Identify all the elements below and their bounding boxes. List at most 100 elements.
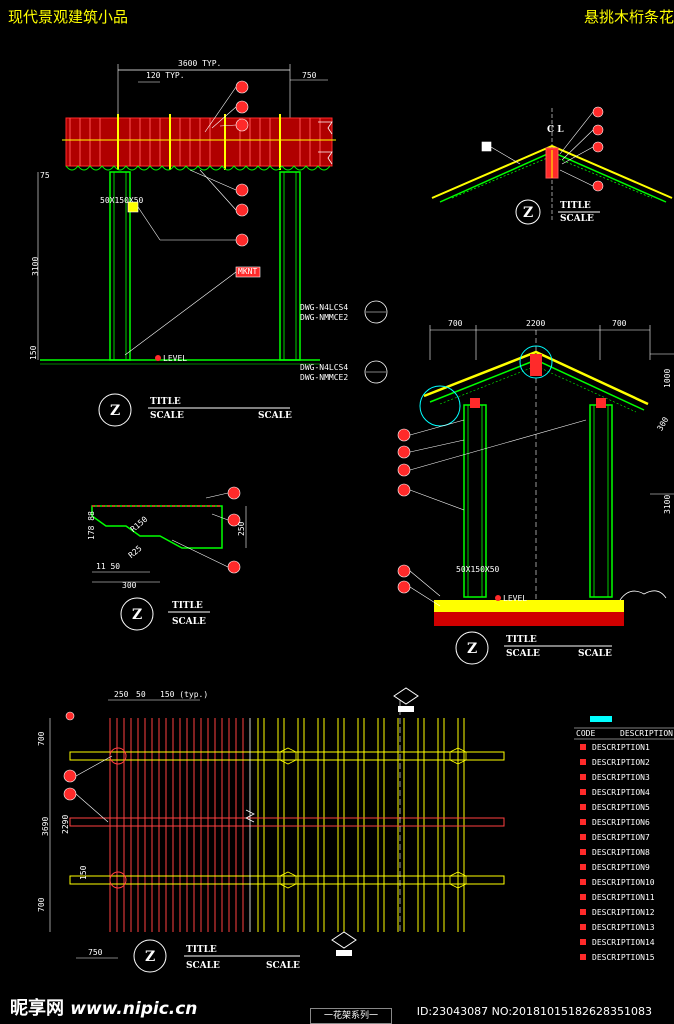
dim-3100: 3100	[31, 257, 40, 276]
plan-dim-750: 750	[88, 948, 103, 957]
legend-swatch	[580, 744, 586, 750]
beam-dim-178: 178 88	[87, 511, 96, 540]
ref-2a: DWG-N4LCS4	[300, 363, 348, 372]
image-id: ID:23043087 NO:20181015182628351083	[416, 1005, 652, 1018]
section-side-3100: 3100	[663, 495, 672, 514]
watermark: 昵享网 www.nipic.cn	[10, 994, 197, 1020]
beam-dim-300: 300	[122, 581, 137, 590]
section-side-300: 300	[655, 415, 670, 432]
plan-dim-150v: 150	[79, 865, 88, 880]
legend-row-label: DESCRIPTION9	[592, 863, 650, 872]
legend-row-label: DESCRIPTION6	[592, 818, 650, 827]
section-level-label: LEVEL	[503, 594, 527, 603]
title-text: TITLE	[150, 397, 181, 407]
section-title-symbol: Z	[467, 641, 477, 657]
plan-title-text: TITLE	[186, 945, 217, 955]
centerline-label: C L	[547, 125, 564, 135]
watermark-logo: 昵享网	[10, 998, 64, 1019]
beam-detail: 250 178 88 R150 R25 11 50 300 Z TITLE SC…	[87, 486, 247, 631]
dim-120-typ: 120 TYP.	[146, 71, 185, 80]
plan-title-symbol: Z	[145, 949, 155, 965]
plan-view: 250 50 150 (typ.)	[37, 687, 505, 973]
section-post-size: 50X150X50	[456, 565, 500, 574]
legend-swatch	[580, 819, 586, 825]
legend-row-label: DESCRIPTION10	[592, 878, 655, 887]
legend-swatch	[580, 954, 586, 960]
legend-swatch	[580, 864, 586, 870]
legend-row-label: DESCRIPTION8	[592, 848, 650, 857]
plan-dim-3690: 3690	[41, 817, 50, 836]
section-dim-700b: 700	[612, 319, 627, 328]
dim-750: 750	[302, 71, 317, 80]
legend-swatch	[580, 759, 586, 765]
beam-dim-r2: R25	[127, 544, 144, 560]
legend-swatch	[580, 924, 586, 930]
section-dim-2200: 2200	[526, 319, 545, 328]
legend-head-code: CODE	[576, 729, 595, 738]
mark-label: MKNT	[238, 267, 257, 276]
legend-row-label: DESCRIPTION13	[592, 923, 655, 932]
drawing-title-right: 悬挑木桁条花	[583, 8, 674, 26]
legend-swatch	[580, 789, 586, 795]
title-symbol: Z	[110, 403, 120, 419]
legend-row-label: DESCRIPTION3	[592, 773, 650, 782]
legend-row-label: DESCRIPTION2	[592, 758, 650, 767]
dim-3600: 3600 TYP.	[178, 59, 221, 68]
dim-post-size: 50X150X50	[100, 196, 144, 205]
roof-title-symbol: Z	[523, 205, 533, 221]
legend-swatch	[580, 939, 586, 945]
legend-row-label: DESCRIPTION14	[592, 938, 655, 947]
ref-1a: DWG-N4LCS4	[300, 303, 348, 312]
roof-detail: C L Z TITLE SCALE	[431, 106, 673, 225]
legend-row-label: DESCRIPTION11	[592, 893, 655, 902]
plan-dim-50: 50	[136, 690, 146, 699]
section-elevation: DWG-N4LCS4 DWG-NMMCE2 DWG-N4LCS4 DWG-NMM…	[300, 300, 674, 665]
plan-dim-700a: 700	[37, 731, 46, 746]
legend-swatch	[580, 894, 586, 900]
section-title-text: TITLE	[506, 635, 537, 645]
legend-table: CODE DESCRIPTION	[574, 716, 674, 740]
plan-dim-2290: 2290	[61, 815, 70, 834]
plan-scale-text: SCALE	[186, 961, 220, 971]
legend-swatch	[580, 879, 586, 885]
legend-rows: DESCRIPTION1DESCRIPTION2DESCRIPTION3DESC…	[580, 743, 655, 962]
beam-scale-text: SCALE	[172, 617, 206, 627]
scale-text: SCALE	[150, 411, 184, 421]
legend-swatch	[580, 849, 586, 855]
beam-title-text: TITLE	[172, 601, 203, 611]
legend-row-label: DESCRIPTION1	[592, 743, 650, 752]
watermark-url: www.nipic.cn	[70, 999, 198, 1019]
plan-dim-150: 150 (typ.)	[160, 690, 208, 699]
legend-swatch	[580, 909, 586, 915]
plan-dim-250: 250	[114, 690, 129, 699]
legend-row-label: DESCRIPTION4	[592, 788, 650, 797]
legend-row-label: DESCRIPTION5	[592, 803, 650, 812]
section-side-1000: 1000	[663, 369, 672, 388]
elevation-1: 3600 TYP. 120 TYP. 750	[29, 59, 336, 427]
beam-dim-250: 250	[237, 521, 246, 536]
plan-dim-700b: 700	[37, 897, 46, 912]
legend-head-desc: DESCRIPTION	[620, 729, 673, 738]
legend-swatch	[580, 774, 586, 780]
beam-dim-r: R150	[129, 515, 150, 534]
legend-swatch	[580, 834, 586, 840]
ref-2b: DWG-NMMCE2	[300, 373, 348, 382]
plan-scale-text-2: SCALE	[266, 961, 300, 971]
legend-row-label: DESCRIPTION15	[592, 953, 655, 962]
roof-title-text: TITLE	[560, 201, 591, 211]
beam-dim-1150: 11 50	[96, 562, 120, 571]
legend-row-label: DESCRIPTION12	[592, 908, 655, 917]
scale-text-2: SCALE	[258, 411, 292, 421]
legend-swatch	[580, 804, 586, 810]
section-scale-text: SCALE	[506, 649, 540, 659]
legend-row-label: DESCRIPTION7	[592, 833, 650, 842]
beam-title-symbol: Z	[132, 607, 142, 623]
drawing-title-left: 现代景观建筑小品	[8, 8, 129, 26]
section-dim-700a: 700	[448, 319, 463, 328]
roof-scale-text: SCALE	[560, 214, 594, 224]
dim-75: 75	[40, 171, 50, 180]
series-label: 一花架系列一	[310, 1008, 392, 1024]
level-label: LEVEL	[163, 354, 187, 363]
ref-1b: DWG-NMMCE2	[300, 313, 348, 322]
